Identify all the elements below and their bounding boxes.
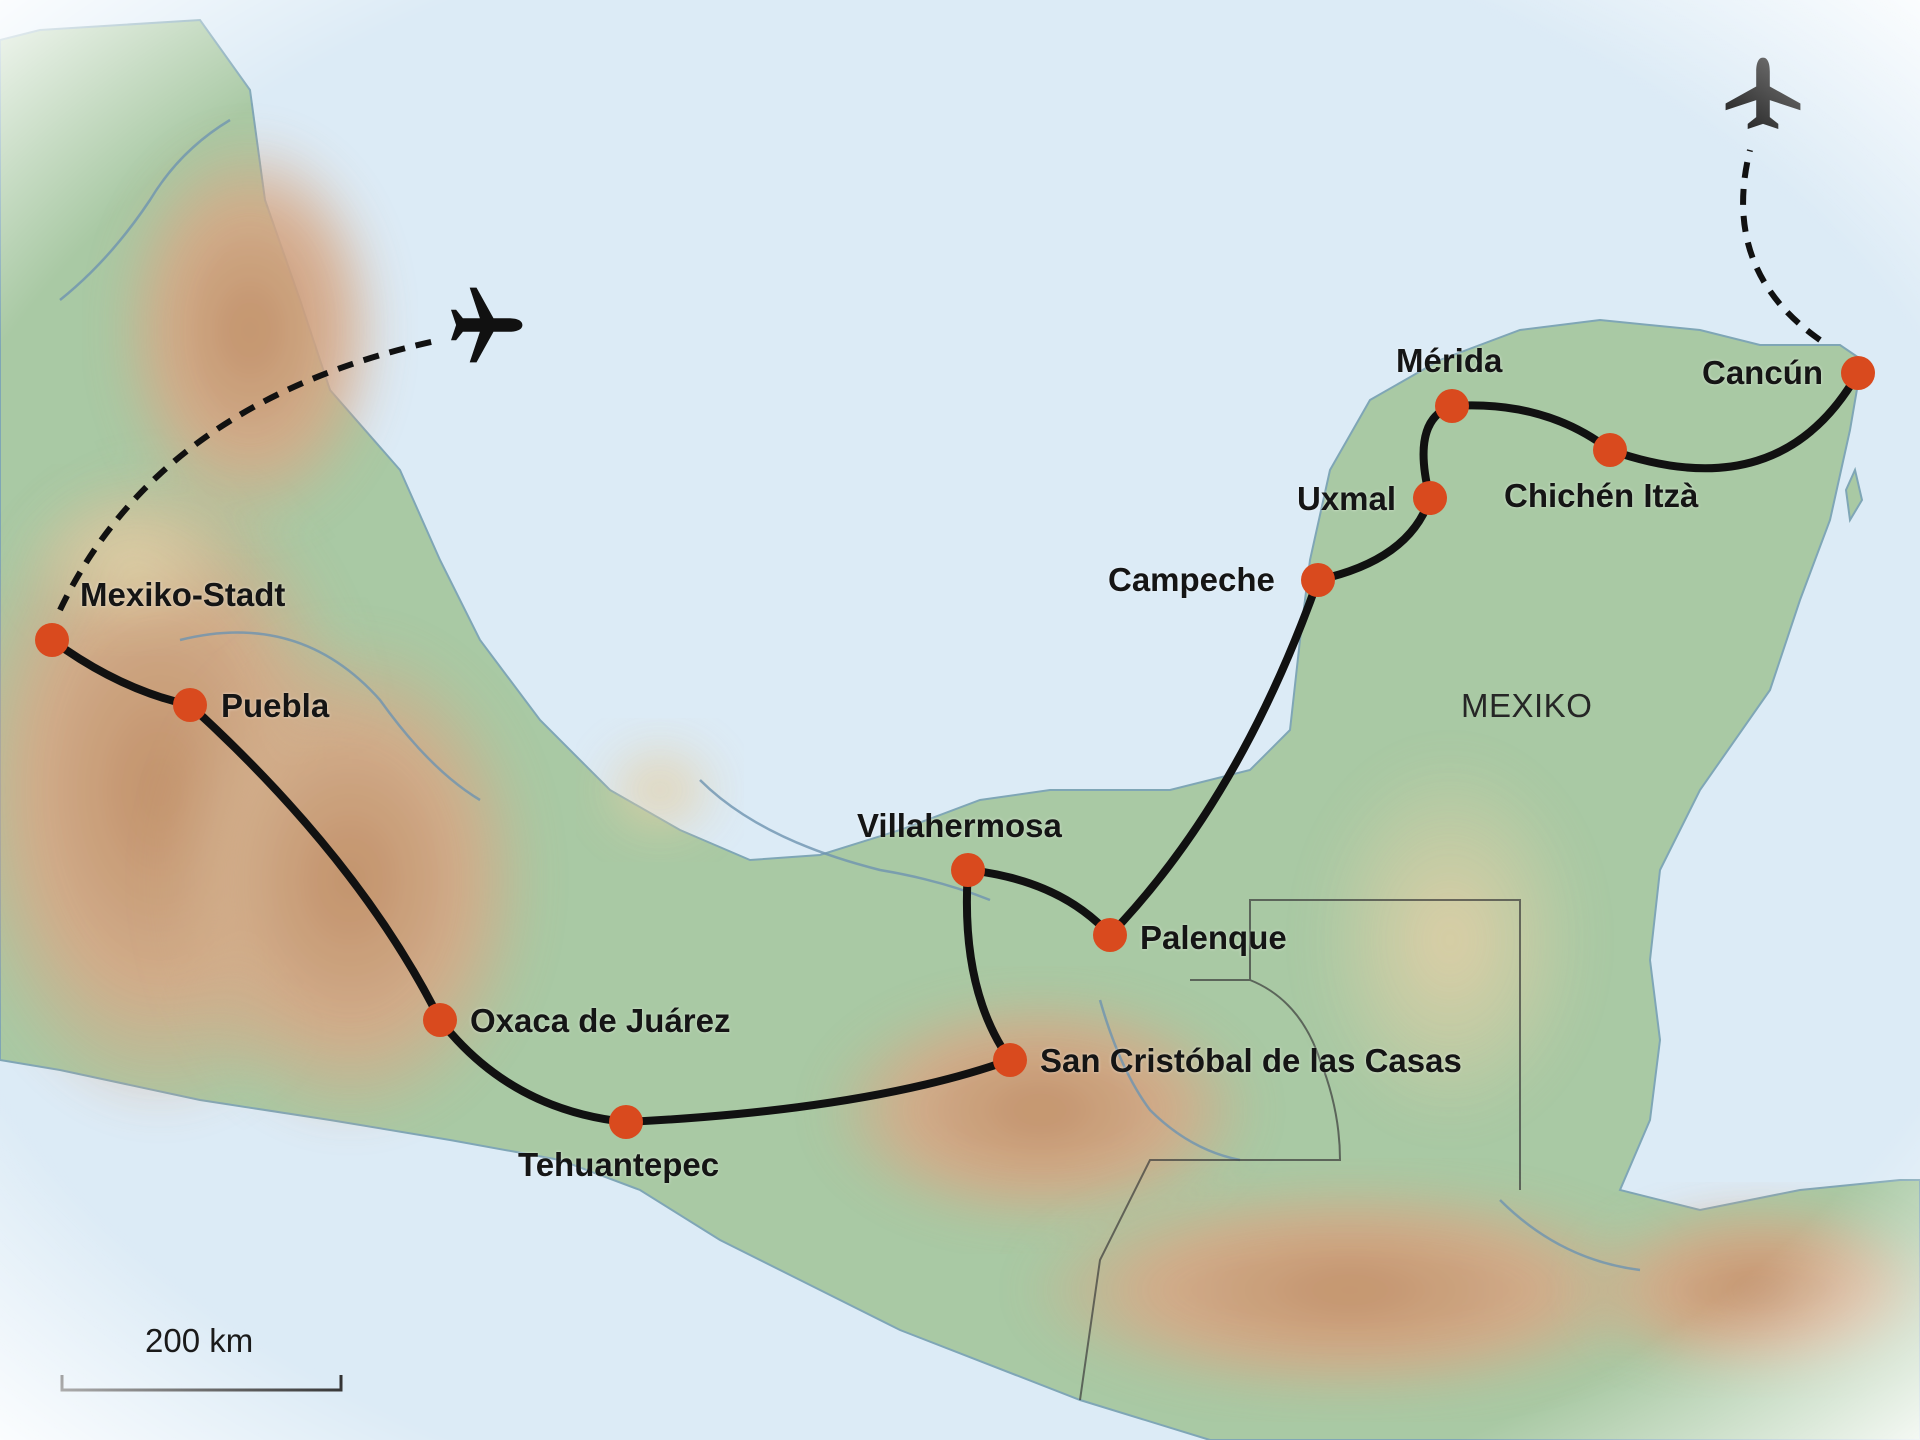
stop-marker-merida <box>1435 389 1469 423</box>
city-label-merida: Mérida <box>1396 342 1503 379</box>
stop-marker-villahermosa <box>951 853 985 887</box>
city-label-oaxaca: Oxaca de Juárez <box>470 1002 731 1039</box>
city-label-campeche: Campeche <box>1108 561 1275 598</box>
city-label-uxmal: Uxmal <box>1297 480 1397 517</box>
stop-marker-tehuantepec <box>609 1105 643 1139</box>
stop-marker-mexiko-stadt <box>35 623 69 657</box>
stop-marker-uxmal <box>1413 481 1447 515</box>
stop-marker-palenque <box>1093 918 1127 952</box>
city-label-mexiko-stadt: Mexiko-Stadt <box>80 576 286 613</box>
city-label-tehuantepec: Tehuantepec <box>518 1146 720 1183</box>
city-label-villahermosa: Villahermosa <box>857 807 1062 844</box>
country-label: MEXIKO <box>1461 687 1593 724</box>
stop-marker-oaxaca <box>423 1003 457 1037</box>
stop-marker-campeche <box>1301 563 1335 597</box>
scale-label: 200 km <box>145 1322 254 1359</box>
stop-marker-cancun <box>1841 356 1875 390</box>
stop-marker-puebla <box>173 688 207 722</box>
city-label-puebla: Puebla <box>221 687 330 724</box>
stop-marker-chichen-itza <box>1593 433 1627 467</box>
city-label-chichen-itza: Chichén Itzà <box>1504 477 1699 514</box>
city-label-palenque: Palenque <box>1140 919 1287 956</box>
city-label-san-cristobal: San Cristóbal de las Casas <box>1040 1042 1462 1079</box>
city-label-cancun: Cancún <box>1702 354 1824 391</box>
stop-marker-san-cristobal <box>993 1043 1027 1077</box>
